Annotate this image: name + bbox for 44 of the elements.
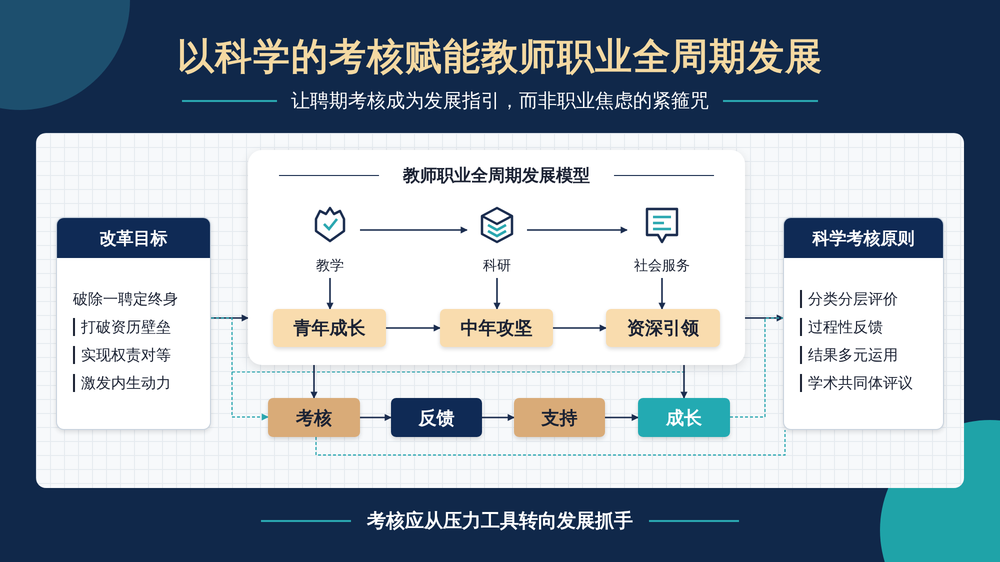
arrow bbox=[482, 414, 515, 421]
icon-label: 教学 bbox=[316, 258, 344, 274]
list-item: 破除一聘定终身 bbox=[73, 290, 179, 308]
arrow bbox=[360, 226, 468, 234]
panel-header: 科学考核原则 bbox=[784, 218, 943, 258]
list-item: 激发内生动力 bbox=[73, 374, 204, 392]
list-item: 打破资历壁垒 bbox=[73, 318, 204, 336]
stage-box: 青年成长 bbox=[273, 309, 386, 347]
arrow bbox=[553, 324, 607, 332]
list-item: 过程性反馈 bbox=[800, 318, 937, 336]
step-box: 成长 bbox=[638, 398, 730, 437]
model-panel bbox=[248, 150, 745, 365]
dashed-connector bbox=[211, 317, 269, 420]
icon-label: 科研 bbox=[483, 258, 511, 274]
arrow bbox=[386, 324, 441, 332]
list-item: 实现权责对等 bbox=[73, 346, 204, 364]
arrow bbox=[745, 314, 784, 322]
arrow bbox=[527, 226, 628, 234]
arrow bbox=[680, 365, 688, 399]
arrow bbox=[605, 414, 639, 421]
arrow bbox=[310, 365, 318, 399]
list-item: 分类分层评价 bbox=[800, 290, 937, 308]
arrow bbox=[494, 278, 500, 310]
arrow bbox=[211, 314, 249, 322]
caption: 考核应从压力工具转向发展抓手 bbox=[367, 509, 633, 534]
list-item: 结果多元运用 bbox=[800, 346, 937, 364]
panel-title: 教师职业全周期发展模型 bbox=[403, 165, 590, 187]
stage-box: 中年攻坚 bbox=[440, 309, 553, 347]
arrow bbox=[326, 278, 334, 310]
title: 以科学的考核赋能教师职业全周期发展 bbox=[177, 35, 823, 78]
step-box: 支持 bbox=[514, 398, 605, 437]
icon-label: 社会服务 bbox=[634, 258, 690, 274]
list-item: 学术共同体评议 bbox=[800, 374, 937, 392]
panel-header: 改革目标 bbox=[57, 218, 210, 258]
dashed-connector bbox=[315, 430, 786, 456]
subtitle: 让聘期考核成为发展指引，而非职业焦虑的紧箍咒 bbox=[291, 89, 709, 114]
arrow bbox=[360, 414, 392, 421]
stage-box: 资深引领 bbox=[606, 309, 720, 347]
principle-panel bbox=[783, 217, 944, 430]
arrow bbox=[658, 278, 666, 310]
dashed-connector bbox=[730, 317, 783, 418]
goal-panel bbox=[56, 217, 211, 430]
step-box: 反馈 bbox=[391, 398, 482, 437]
step-box: 考核 bbox=[268, 398, 360, 437]
